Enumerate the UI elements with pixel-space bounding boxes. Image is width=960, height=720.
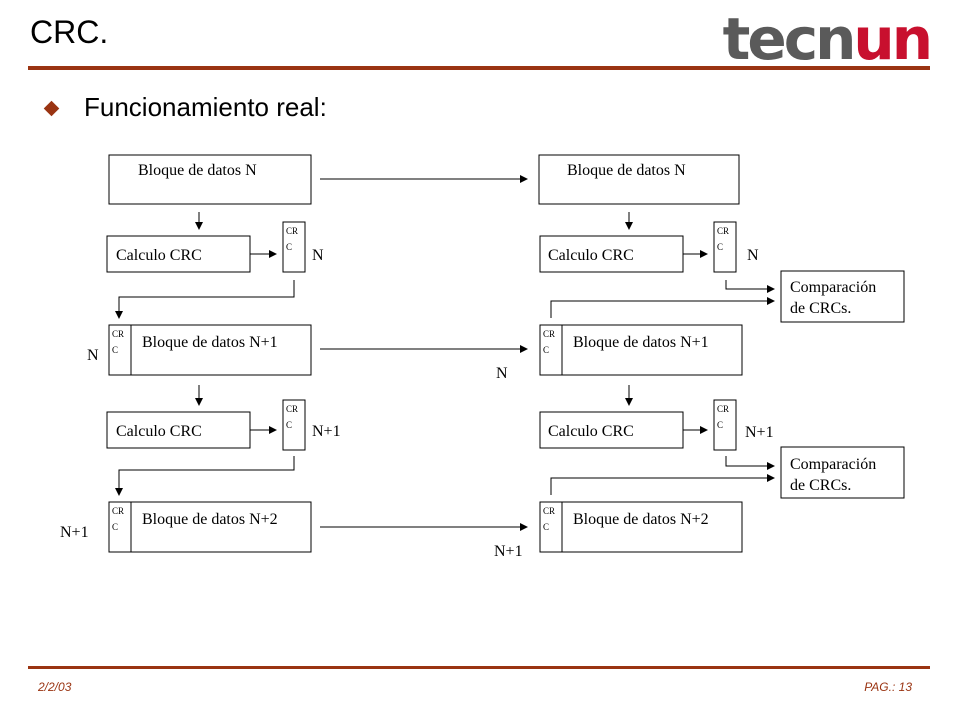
- right-compare-line1-a: Comparación: [790, 279, 876, 296]
- left-block-n2: [130, 501, 312, 553]
- crc-text-l2-b: C: [112, 345, 118, 355]
- bullet-heading: Funcionamiento real:: [84, 92, 327, 122]
- logo-text-accent: un: [853, 5, 933, 73]
- right-calc-box-1: [539, 235, 684, 273]
- left-crc-box-1: [282, 221, 306, 273]
- left-calc-label-1: Calculo CRC: [116, 247, 202, 264]
- left-block-n: [108, 154, 312, 205]
- right-calc-label-2: Calculo CRC: [548, 423, 634, 440]
- right-block-n1-label: Bloque de datos N+1: [573, 334, 709, 351]
- slide-title: CRC.: [30, 14, 109, 50]
- crc-text-r3-b: C: [717, 420, 723, 430]
- left-block-n-label: Bloque de datos N: [138, 162, 257, 179]
- crc-text-l3-a: CR: [286, 404, 298, 414]
- logo-text-main: tecn: [722, 5, 857, 73]
- right-block-n-label: Bloque de datos N: [567, 162, 686, 179]
- right-compare-box-2: [780, 446, 905, 499]
- footer-page-number: PAG.: 13: [864, 680, 912, 694]
- left-block-n2-label: Bloque de datos N+2: [142, 511, 278, 528]
- tecnun-logo: tecnun: [722, 4, 933, 74]
- right-crc-box-1: [713, 221, 737, 273]
- crc-text-r1-a: CR: [717, 226, 729, 236]
- right-calc-label-1: Calculo CRC: [548, 247, 634, 264]
- arrow-right-crc-to-compare-1: [725, 280, 775, 293]
- crc-text-l2-a: CR: [112, 329, 124, 339]
- crc-text-l3-b: C: [286, 420, 292, 430]
- footer-rule: [28, 666, 930, 669]
- label-n1-right-calc: N+1: [745, 424, 774, 441]
- right-compare-box-1: [780, 270, 905, 323]
- left-crc-box-2: [282, 399, 306, 451]
- left-calc-label-2: Calculo CRC: [116, 423, 202, 440]
- right-compare-line2-b: de CRCs.: [790, 477, 851, 494]
- right-compare-line2-a: de CRCs.: [790, 300, 851, 317]
- arrow-left-crc-to-block-n2: [115, 456, 295, 496]
- crc-text-r4-b: C: [543, 522, 549, 532]
- crc-text-l4-a: CR: [112, 506, 124, 516]
- right-compare-line1-b: Comparación: [790, 456, 876, 473]
- label-n-left-block: N: [87, 347, 99, 364]
- header-rule: [28, 66, 930, 70]
- left-block-n1: [130, 324, 312, 376]
- left-block-n1-label: Bloque de datos N+1: [142, 334, 278, 351]
- right-block-n2-label: Bloque de datos N+2: [573, 511, 709, 528]
- label-n-right-calc: N: [747, 247, 759, 264]
- right-crc-box-2: [713, 399, 737, 451]
- crc-text-l1-b: C: [286, 242, 292, 252]
- crc-text-r4-a: CR: [543, 506, 555, 516]
- arrow-right-recv-crc-to-compare-2: [550, 474, 775, 495]
- crc-text-r2-b: C: [543, 345, 549, 355]
- right-block-n1: [561, 324, 743, 376]
- footer-date: 2/2/03: [38, 680, 72, 694]
- crc-text-l1-a: CR: [286, 226, 298, 236]
- crc-text-r1-b: C: [717, 242, 723, 252]
- arrow-right-crc-to-compare-2: [725, 456, 775, 470]
- label-n1-transfer: N+1: [494, 543, 523, 560]
- arrow-right-recv-crc-to-compare-1: [550, 297, 775, 318]
- right-block-n: [538, 154, 740, 205]
- arrow-left-crc-to-block-n1: [115, 280, 295, 319]
- label-n-left-calc: N: [312, 247, 324, 264]
- label-n1-left-calc: N+1: [312, 423, 341, 440]
- crc-text-r3-a: CR: [717, 404, 729, 414]
- label-n-transfer: N: [496, 365, 508, 382]
- crc-text-l4-b: C: [112, 522, 118, 532]
- right-calc-box-2: [539, 411, 684, 449]
- label-n1-left-block: N+1: [60, 524, 89, 541]
- crc-text-r2-a: CR: [543, 329, 555, 339]
- right-block-n2: [561, 501, 743, 553]
